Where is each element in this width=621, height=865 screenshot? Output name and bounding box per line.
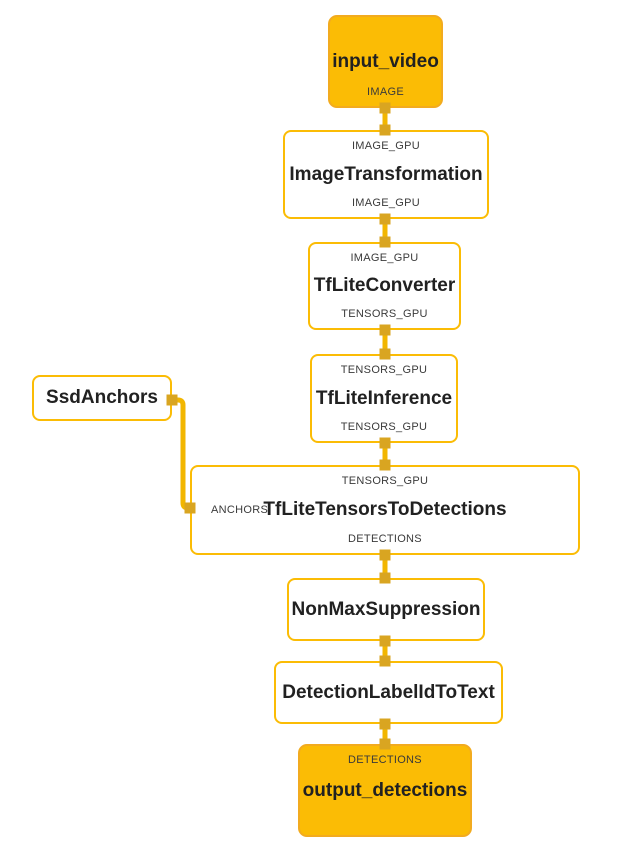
output-port-label: IMAGE_GPU [351,197,421,209]
node-tflite-inference[interactable]: TENSORS_GPU TfLiteInference TENSORS_GPU [310,354,458,443]
input-port-label: TENSORS_GPU [341,475,429,487]
node-title: TfLiteTensorsToDetections [263,499,507,520]
node-title: input_video [332,50,439,72]
edge-ssd-anchors-to-tensors-to-detections [172,397,190,511]
output-port-label: DETECTIONS [348,533,422,545]
node-input-video[interactable]: input_video IMAGE [328,15,443,108]
node-output-detections[interactable]: DETECTIONS output_detections [298,744,472,837]
node-title: SsdAnchors [46,387,158,408]
output-port-label: TENSORS_GPU [341,308,428,320]
node-title: NonMaxSuppression [291,598,481,620]
input-port-label: IMAGE_GPU [351,140,421,152]
node-title: TfLiteConverter [313,275,456,296]
node-title: DetectionLabelIdToText [282,681,495,703]
input-port-label: DETECTIONS [348,754,422,766]
node-title: TfLiteInference [315,387,453,409]
node-detection-label-id-to-text[interactable]: DetectionLabelIdToText [274,661,503,724]
node-ssd-anchors[interactable]: SsdAnchors [32,375,172,421]
input-port-label: TENSORS_GPU [340,364,428,376]
node-title: ImageTransformation [289,163,483,185]
node-non-max-suppression[interactable]: NonMaxSuppression [287,578,485,641]
input-port-label: IMAGE_GPU [350,252,419,264]
node-title: output_detections [302,779,468,801]
output-port-label: IMAGE [367,86,404,98]
node-tflite-converter[interactable]: IMAGE_GPU TfLiteConverter TENSORS_GPU [308,242,461,330]
side-port-label-anchors: ANCHORS [211,504,269,516]
output-port-label: TENSORS_GPU [340,421,428,433]
node-image-transformation[interactable]: IMAGE_GPU ImageTransformation IMAGE_GPU [283,130,489,219]
node-tflite-tensors-to-detections[interactable]: TENSORS_GPU ANCHORS TfLiteTensorsToDetec… [190,465,580,555]
